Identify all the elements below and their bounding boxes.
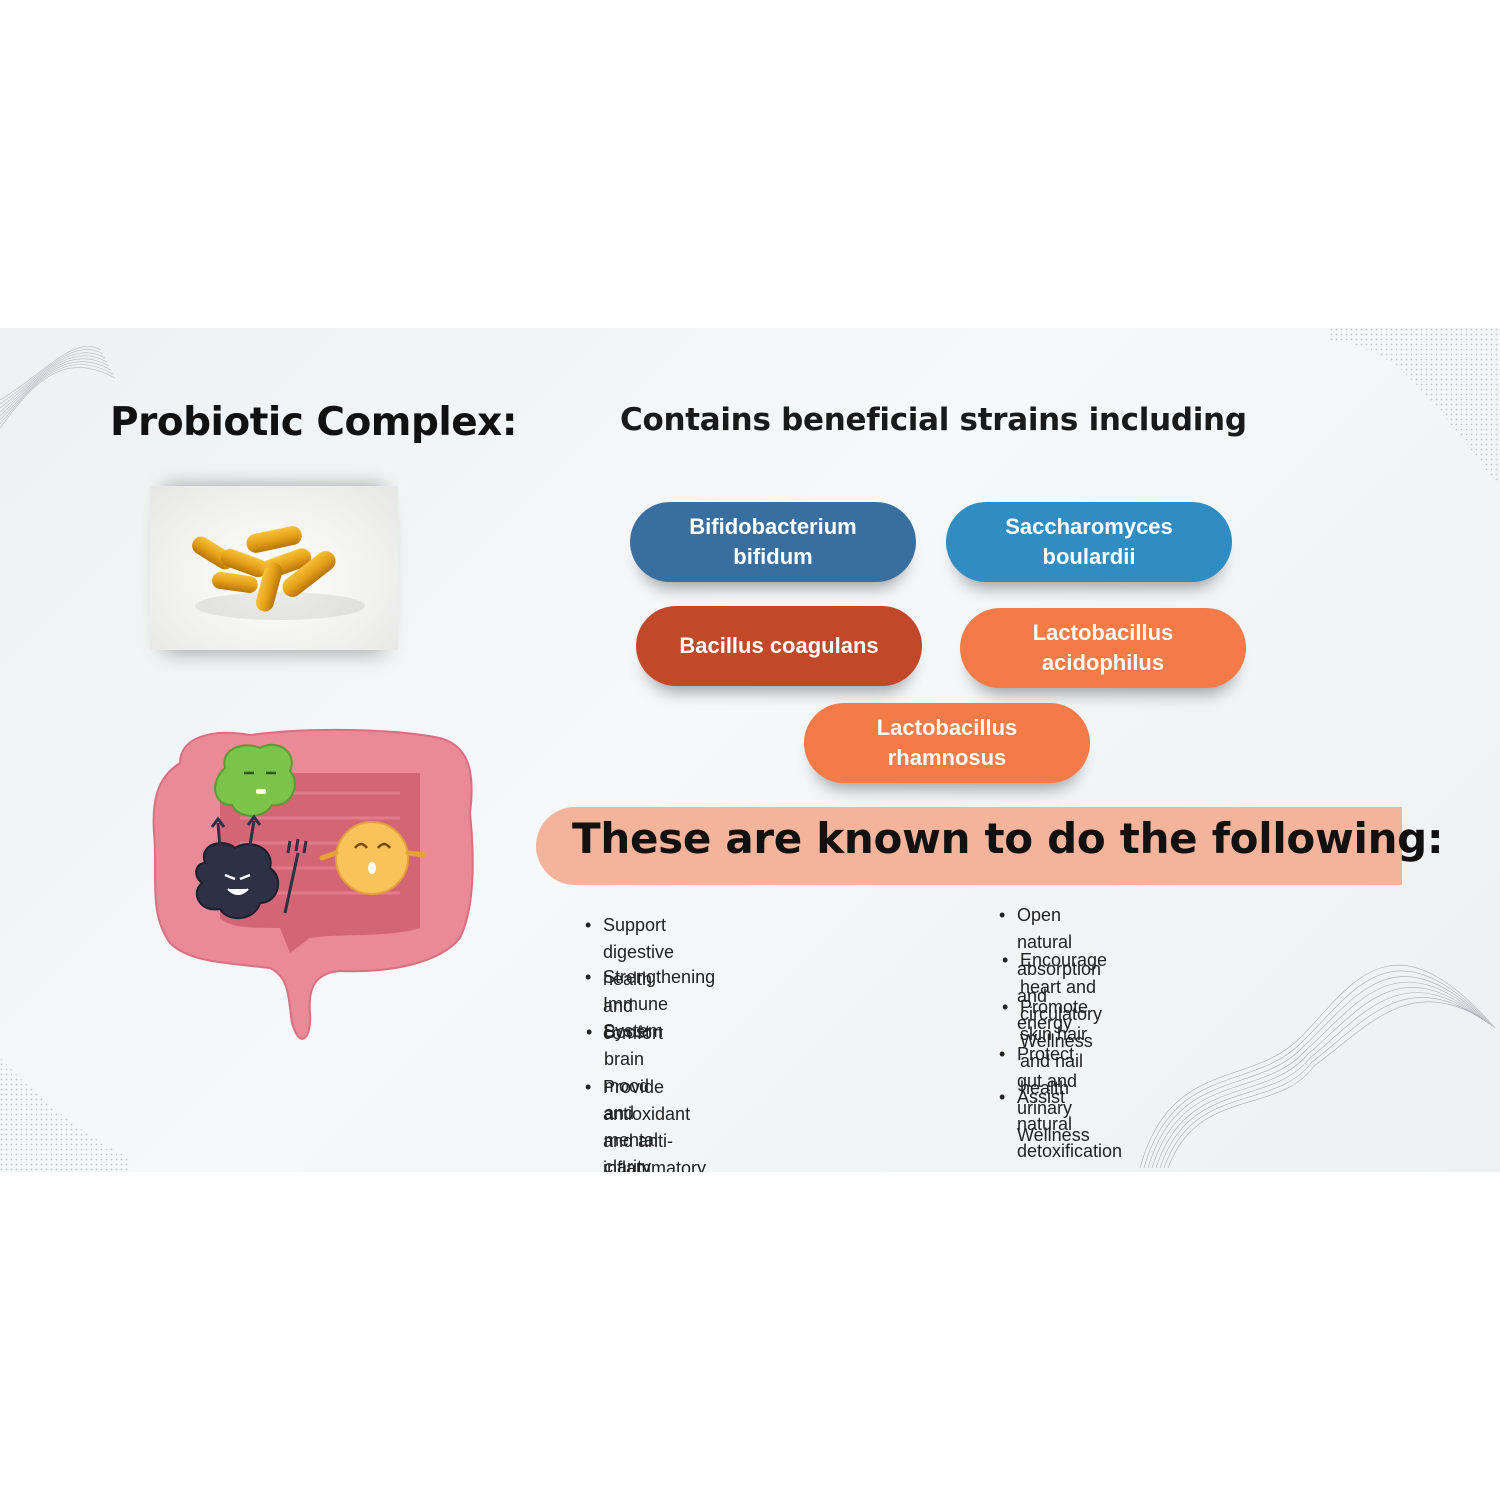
strain-pill-acidophilus: Lactobacillus acidophilus: [960, 608, 1246, 688]
dots-decoration-icon: [1330, 328, 1500, 488]
strain-pill-bifidobacterium: Bifidobacterium bifidum: [630, 502, 916, 582]
section-subtitle: Contains beneficial strains including: [620, 402, 1247, 438]
list-item: Provide antioxidant and anti- inflammato…: [585, 1074, 706, 1172]
page-title: Probiotic Complex:: [110, 400, 517, 445]
strain-label: Bacillus coagulans: [679, 633, 879, 658]
benefits-banner: [536, 807, 1402, 885]
dark-microbe-icon: [195, 814, 308, 919]
capsules-icon: [192, 526, 365, 620]
capsule-photo: [150, 486, 398, 650]
dots-decoration-icon: [0, 1058, 130, 1172]
list-item: Assist natural detoxification: [999, 1084, 1122, 1165]
strain-label: Lactobacillus rhamnosus: [876, 715, 1018, 770]
strain-label: Bifidobacterium bifidum: [689, 514, 857, 569]
strain-pill-bacillus: Bacillus coagulans: [636, 606, 922, 686]
green-microbe-icon: [214, 743, 296, 817]
strain-pill-rhamnosus: Lactobacillus rhamnosus: [804, 703, 1090, 783]
strain-label: Saccharomyces boulardii: [1005, 514, 1173, 569]
yellow-microbe-icon: [319, 821, 427, 895]
slide: Probiotic Complex: Contains beneficial s…: [0, 328, 1500, 1172]
wave-decoration-icon: [1139, 964, 1496, 1169]
benefits-heading: These are known to do the following:: [572, 814, 1444, 863]
wave-decoration-icon: [0, 346, 116, 429]
strain-pill-saccharomyces: Saccharomyces boulardii: [946, 502, 1232, 582]
gut-illustration-icon: [152, 728, 474, 1040]
strain-label: Lactobacillus acidophilus: [1032, 620, 1174, 675]
